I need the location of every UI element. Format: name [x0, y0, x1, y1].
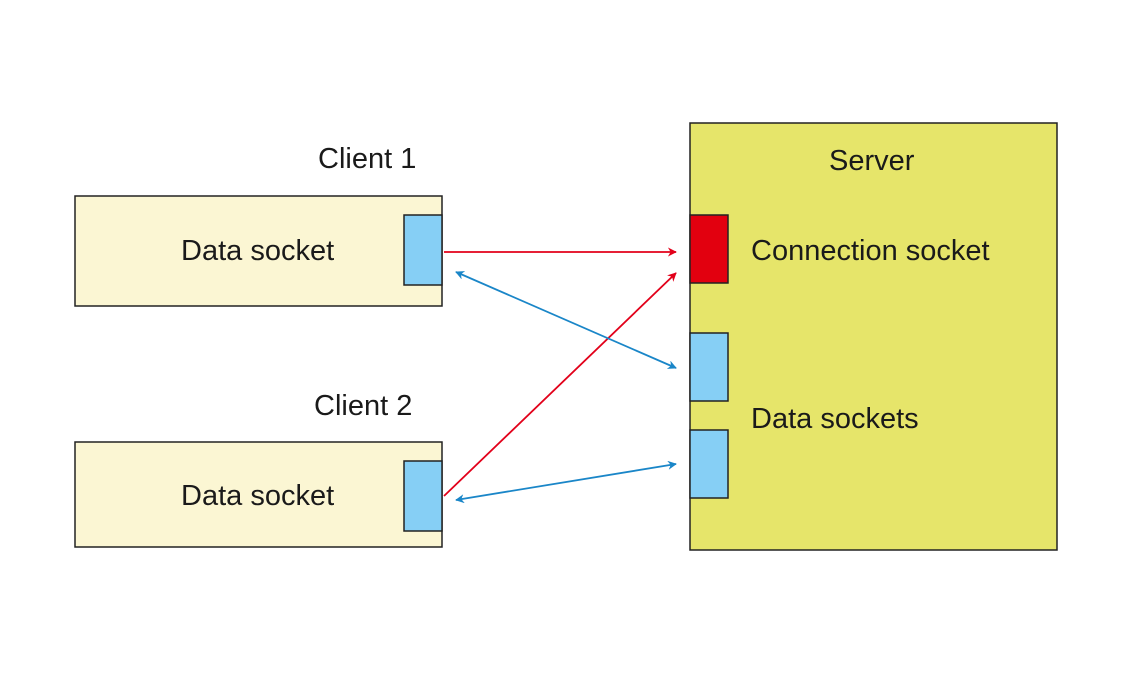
client-1-title: Client 1 — [318, 143, 416, 175]
client-2-connection-arrow — [443, 272, 677, 497]
server: Server Connection socket Data sockets — [689, 122, 1058, 551]
client-2-title: Client 2 — [314, 390, 412, 422]
connection-socket-label: Connection socket — [751, 235, 990, 267]
client-1: Client 1 Data socket — [74, 143, 443, 307]
client-2-data-socket — [403, 460, 443, 532]
client-1-data-link-arrow — [455, 271, 677, 369]
client-2-box — [74, 441, 443, 548]
server-box — [689, 122, 1058, 551]
client-1-data-socket — [403, 214, 443, 286]
data-sockets-label: Data sockets — [751, 403, 919, 435]
server-title: Server — [829, 145, 915, 177]
client-2-data-link-arrow — [455, 460, 677, 504]
client-1-box — [74, 195, 443, 307]
client-2: Client 2 Data socket — [74, 390, 443, 548]
client-2-socket-label: Data socket — [181, 480, 334, 512]
client-1-socket-label: Data socket — [181, 235, 334, 267]
connections — [443, 247, 677, 504]
server-data-socket-1 — [689, 332, 729, 402]
server-connection-socket — [689, 214, 729, 284]
server-data-socket-2 — [689, 429, 729, 499]
